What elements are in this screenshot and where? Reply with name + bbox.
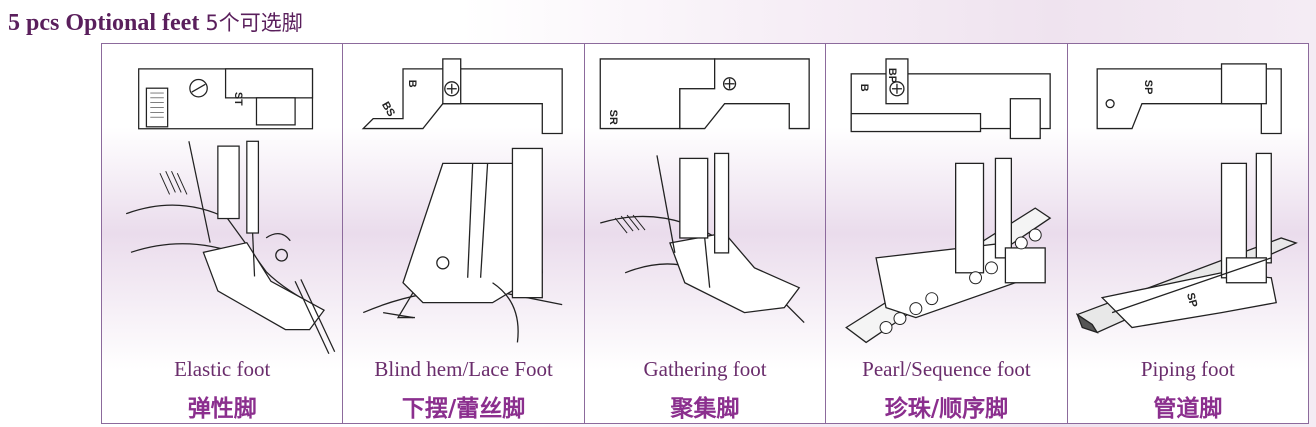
title-english: 5 pcs Optional feet (8, 10, 206, 36)
panel-blind-hem-lace-foot: B BS Blind hem/Lace Foot 下摆/蕾丝脚 (343, 44, 585, 423)
elastic-foot-illustration: ST (125, 68, 336, 354)
page-title: 5 pcs Optional feet 5个可选脚 (8, 6, 303, 40)
panel-pearl-sequence-foot: B BP Pearl/Sequence foot 珍珠/顺序脚 (826, 44, 1068, 423)
title-chinese: 5个可选脚 (205, 11, 303, 35)
label-gathering-en: Gathering foot (643, 357, 767, 381)
gathering-foot-illustration: SR (599, 58, 810, 323)
label-piping-en: Piping foot (1140, 357, 1235, 381)
pearl-sequence-foot-illustration: B BP (845, 58, 1052, 344)
label-elastic-foot-en: Elastic foot (174, 357, 271, 381)
piping-foot-illustration: SP SP (1075, 63, 1298, 334)
label-gathering-cn: 聚集脚 (670, 396, 740, 422)
label-blind-hem-cn: 下摆/蕾丝脚 (401, 396, 526, 422)
foot-code-sp: SP (1142, 80, 1154, 95)
feet-panel-row: ST Elastic foot 弹性脚 (101, 43, 1309, 424)
label-pearl-cn: 珍珠/顺序脚 (884, 396, 1009, 422)
panel-elastic-foot: ST Elastic foot 弹性脚 (102, 44, 344, 423)
foot-code-sp-2: SP (1184, 292, 1199, 309)
label-pearl-en: Pearl/Sequence foot (862, 357, 1031, 381)
label-blind-hem-en: Blind hem/Lace Foot (374, 357, 553, 381)
foot-code-bs: BS (379, 100, 397, 119)
foot-code-sr: SR (607, 110, 619, 125)
panel-gathering-foot: SR Gathering foot 聚集脚 (584, 44, 827, 423)
foot-code-st: ST (232, 92, 244, 106)
foot-code-bp: BP (886, 68, 898, 83)
foot-code-b: B (406, 80, 418, 88)
panel-piping-foot: SP SP Piping foot 管道脚 (1067, 44, 1309, 423)
label-elastic-foot-cn: 弹性脚 (187, 396, 257, 422)
label-piping-cn: 管道脚 (1153, 396, 1223, 422)
foot-code-b2: B (858, 84, 870, 92)
blind-hem-foot-illustration: B BS (362, 58, 564, 343)
